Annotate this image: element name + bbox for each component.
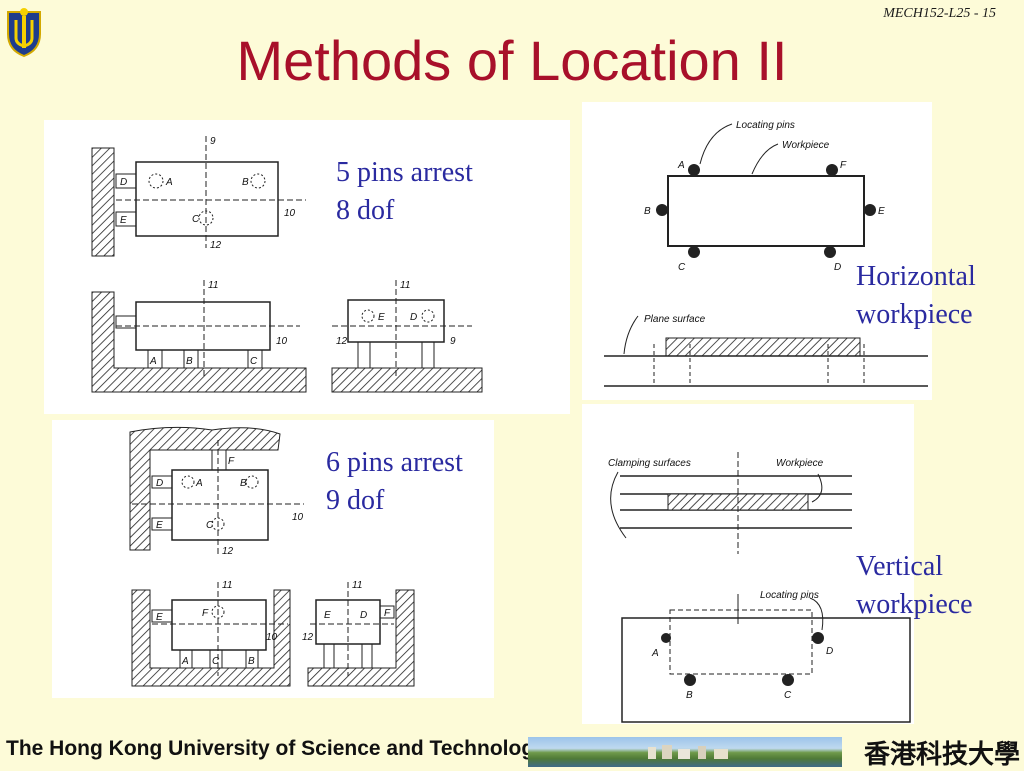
pin-label: B bbox=[686, 690, 693, 701]
pin-label: C bbox=[784, 690, 792, 701]
pin-label: F bbox=[384, 608, 391, 619]
caption-line: 9 dof bbox=[326, 485, 385, 516]
label-plane-surface: Plane surface bbox=[644, 314, 706, 325]
pin-label: E bbox=[156, 612, 163, 623]
pin-label: F bbox=[840, 160, 847, 171]
caption-line: Vertical bbox=[856, 551, 944, 582]
vertical-workpiece-caption: Vertical workpiece bbox=[856, 548, 973, 624]
caption-line: 8 dof bbox=[336, 195, 395, 226]
label-z-12: 12 bbox=[210, 240, 222, 251]
pin-label: F bbox=[202, 608, 209, 619]
pin-label: A bbox=[149, 356, 157, 367]
pin-label: B bbox=[248, 656, 255, 667]
pin-label: B bbox=[644, 206, 651, 217]
pin-label: D bbox=[410, 312, 417, 323]
label-clamping-surfaces: Clamping surfaces bbox=[608, 458, 691, 469]
slide-number: MECH152-L25 - 15 bbox=[883, 6, 996, 21]
pin-label: C bbox=[678, 262, 686, 273]
pin-label: B bbox=[186, 356, 193, 367]
pin-label: C bbox=[192, 214, 200, 225]
label-x-12: 12 bbox=[336, 336, 348, 347]
university-name-en: The Hong Kong University of Science and … bbox=[6, 737, 546, 760]
vertical-workpiece-diagram-panel: Clamping surfaces Workpiece Locating pin… bbox=[582, 404, 914, 724]
label-y-10: 10 bbox=[284, 208, 296, 219]
pin-label: B bbox=[242, 177, 249, 188]
pin-label: C bbox=[212, 656, 220, 667]
pin-label: D bbox=[360, 610, 367, 621]
pin-label: A bbox=[165, 177, 173, 188]
five-pins-caption: 5 pins arrest 8 dof bbox=[336, 154, 473, 230]
label-workpiece: Workpiece bbox=[782, 140, 830, 151]
label-z-11: 11 bbox=[352, 580, 362, 591]
horizontal-workpiece-diagram-panel: Locating pins Workpiece A F B E C D Plan… bbox=[582, 102, 932, 400]
hkust-logo bbox=[4, 4, 44, 58]
pin-label: A bbox=[195, 478, 203, 489]
label-z-11: 11 bbox=[208, 280, 218, 291]
label-workpiece: Workpiece bbox=[776, 458, 824, 469]
slide-title: Methods of Location II bbox=[236, 29, 788, 92]
campus-photo bbox=[528, 737, 842, 767]
five-pin-diagram-panel: 9 10 12 D A B E C 11 10 A B C 11 12 9 E … bbox=[44, 120, 570, 414]
caption-line: workpiece bbox=[856, 589, 973, 620]
pin-label: A bbox=[677, 160, 685, 171]
pin-label: E bbox=[120, 215, 127, 226]
label-y-10: 10 bbox=[266, 632, 278, 643]
pin-label: D bbox=[120, 177, 127, 188]
pin-label: E bbox=[878, 206, 885, 217]
label-locating-pins: Locating pins bbox=[760, 590, 819, 601]
label-9: 9 bbox=[450, 336, 456, 347]
pin-label: E bbox=[378, 312, 385, 323]
pin-label: E bbox=[156, 520, 163, 531]
caption-line: 6 pins arrest bbox=[326, 447, 463, 478]
horizontal-workpiece-caption: Horizontal workpiece bbox=[856, 258, 976, 334]
pin-label: E bbox=[324, 610, 331, 621]
pin-label: C bbox=[250, 356, 258, 367]
label-locating-pins: Locating pins bbox=[736, 120, 795, 131]
label-z-11: 11 bbox=[400, 280, 410, 291]
pin-label: C bbox=[206, 520, 214, 531]
university-name-zh: 香港科技大學 bbox=[863, 740, 1020, 770]
label-y-10: 10 bbox=[292, 512, 304, 523]
caption-line: Horizontal bbox=[856, 261, 976, 292]
pin-label: D bbox=[156, 478, 163, 489]
label-z-11: 11 bbox=[222, 580, 232, 591]
pin-label: D bbox=[826, 646, 833, 657]
label-y-10: 10 bbox=[276, 336, 288, 347]
pin-label: A bbox=[651, 648, 659, 659]
label-x-12: 12 bbox=[302, 632, 314, 643]
caption-line: 5 pins arrest bbox=[336, 157, 473, 188]
caption-line: workpiece bbox=[856, 299, 973, 330]
label-x-9: 9 bbox=[210, 136, 216, 147]
pin-label: B bbox=[240, 478, 247, 489]
six-pins-caption: 6 pins arrest 9 dof bbox=[326, 444, 463, 520]
label-z-12: 12 bbox=[222, 546, 234, 557]
pin-label: D bbox=[834, 262, 841, 273]
pin-label: F bbox=[228, 456, 235, 467]
six-pin-diagram-panel: F 10 12 D A B E C 11 10 E F A C B 11 12 … bbox=[52, 420, 494, 698]
pin-label: A bbox=[181, 656, 189, 667]
